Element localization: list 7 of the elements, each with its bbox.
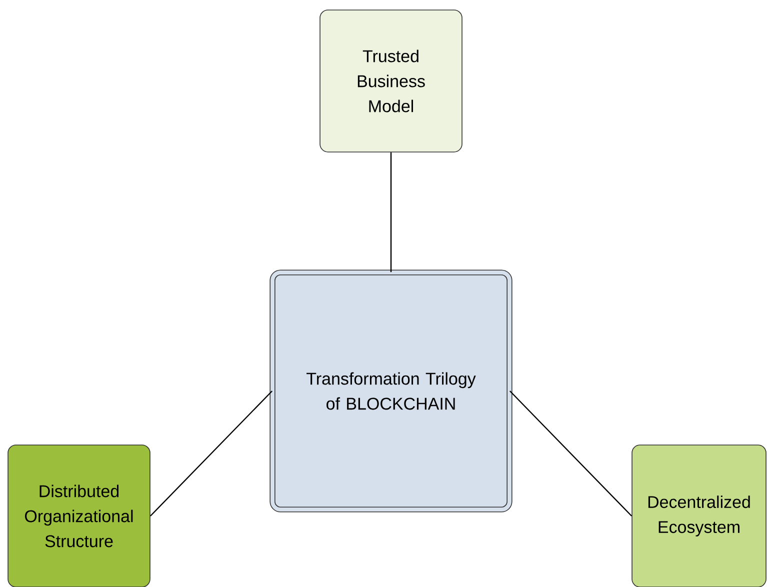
connector-line bbox=[390, 152, 392, 272]
connector-line bbox=[150, 390, 273, 516]
topic-box: Trusted Business Model bbox=[320, 10, 462, 152]
connector-line bbox=[509, 390, 632, 516]
topic-box: Decentralized Ecosystem bbox=[632, 444, 766, 587]
topic-box: Distributed Organizational Structure bbox=[8, 444, 150, 587]
center-box: Transformation Trilogy of BLOCKCHAIN bbox=[270, 270, 512, 512]
